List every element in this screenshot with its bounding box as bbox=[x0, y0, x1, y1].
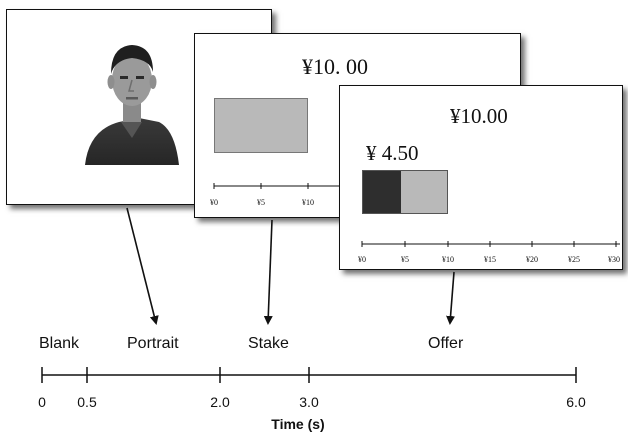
event-label-offer: Offer bbox=[428, 335, 464, 352]
time-tick-label: 2.0 bbox=[210, 394, 230, 410]
time-tick-label: 3.0 bbox=[299, 394, 319, 410]
time-tick-label: 0 bbox=[38, 394, 46, 410]
offer-scale-tick: ¥20 bbox=[526, 255, 538, 264]
stake-bar bbox=[214, 98, 308, 153]
offer-amount: ¥ 4.50 bbox=[366, 141, 419, 165]
event-label-blank: Blank bbox=[39, 335, 80, 352]
offer-scale-tick: ¥25 bbox=[568, 255, 580, 264]
offer-bar-responder-share bbox=[400, 171, 447, 213]
offer-scale-tick: ¥15 bbox=[484, 255, 496, 264]
stake-scale-tick: ¥10 bbox=[302, 198, 314, 207]
offer-scale-tick: ¥30 bbox=[608, 255, 620, 264]
stake-arrow bbox=[263, 219, 273, 325]
time-tick-label: 6.0 bbox=[566, 394, 586, 410]
portrait-arrow bbox=[126, 207, 159, 325]
event-label-stake: Stake bbox=[248, 335, 289, 352]
offer-scale-tick: ¥5 bbox=[401, 255, 409, 264]
offer-screen: ¥10.00 ¥ 4.50 ¥0 ¥5 ¥10 ¥15 ¥20 ¥25 ¥30 bbox=[339, 85, 623, 270]
time-axis-title: Time (s) bbox=[271, 416, 325, 432]
stake-amount: ¥10. 00 bbox=[302, 54, 368, 79]
face-photo bbox=[85, 45, 179, 165]
event-label-portrait: Portrait bbox=[127, 335, 179, 352]
offer-scale bbox=[361, 241, 620, 247]
time-tick-label: 0.5 bbox=[77, 394, 97, 410]
offer-scale-tick: ¥10 bbox=[442, 255, 454, 264]
stake-scale-tick: ¥5 bbox=[257, 198, 265, 207]
offer-bar bbox=[362, 170, 448, 214]
offer-total: ¥10.00 bbox=[450, 104, 508, 128]
offer-scale-tick: ¥0 bbox=[358, 255, 366, 264]
offer-arrow bbox=[446, 271, 456, 325]
stake-scale-tick: ¥0 bbox=[210, 198, 218, 207]
offer-bar-proposer-share bbox=[363, 171, 401, 213]
